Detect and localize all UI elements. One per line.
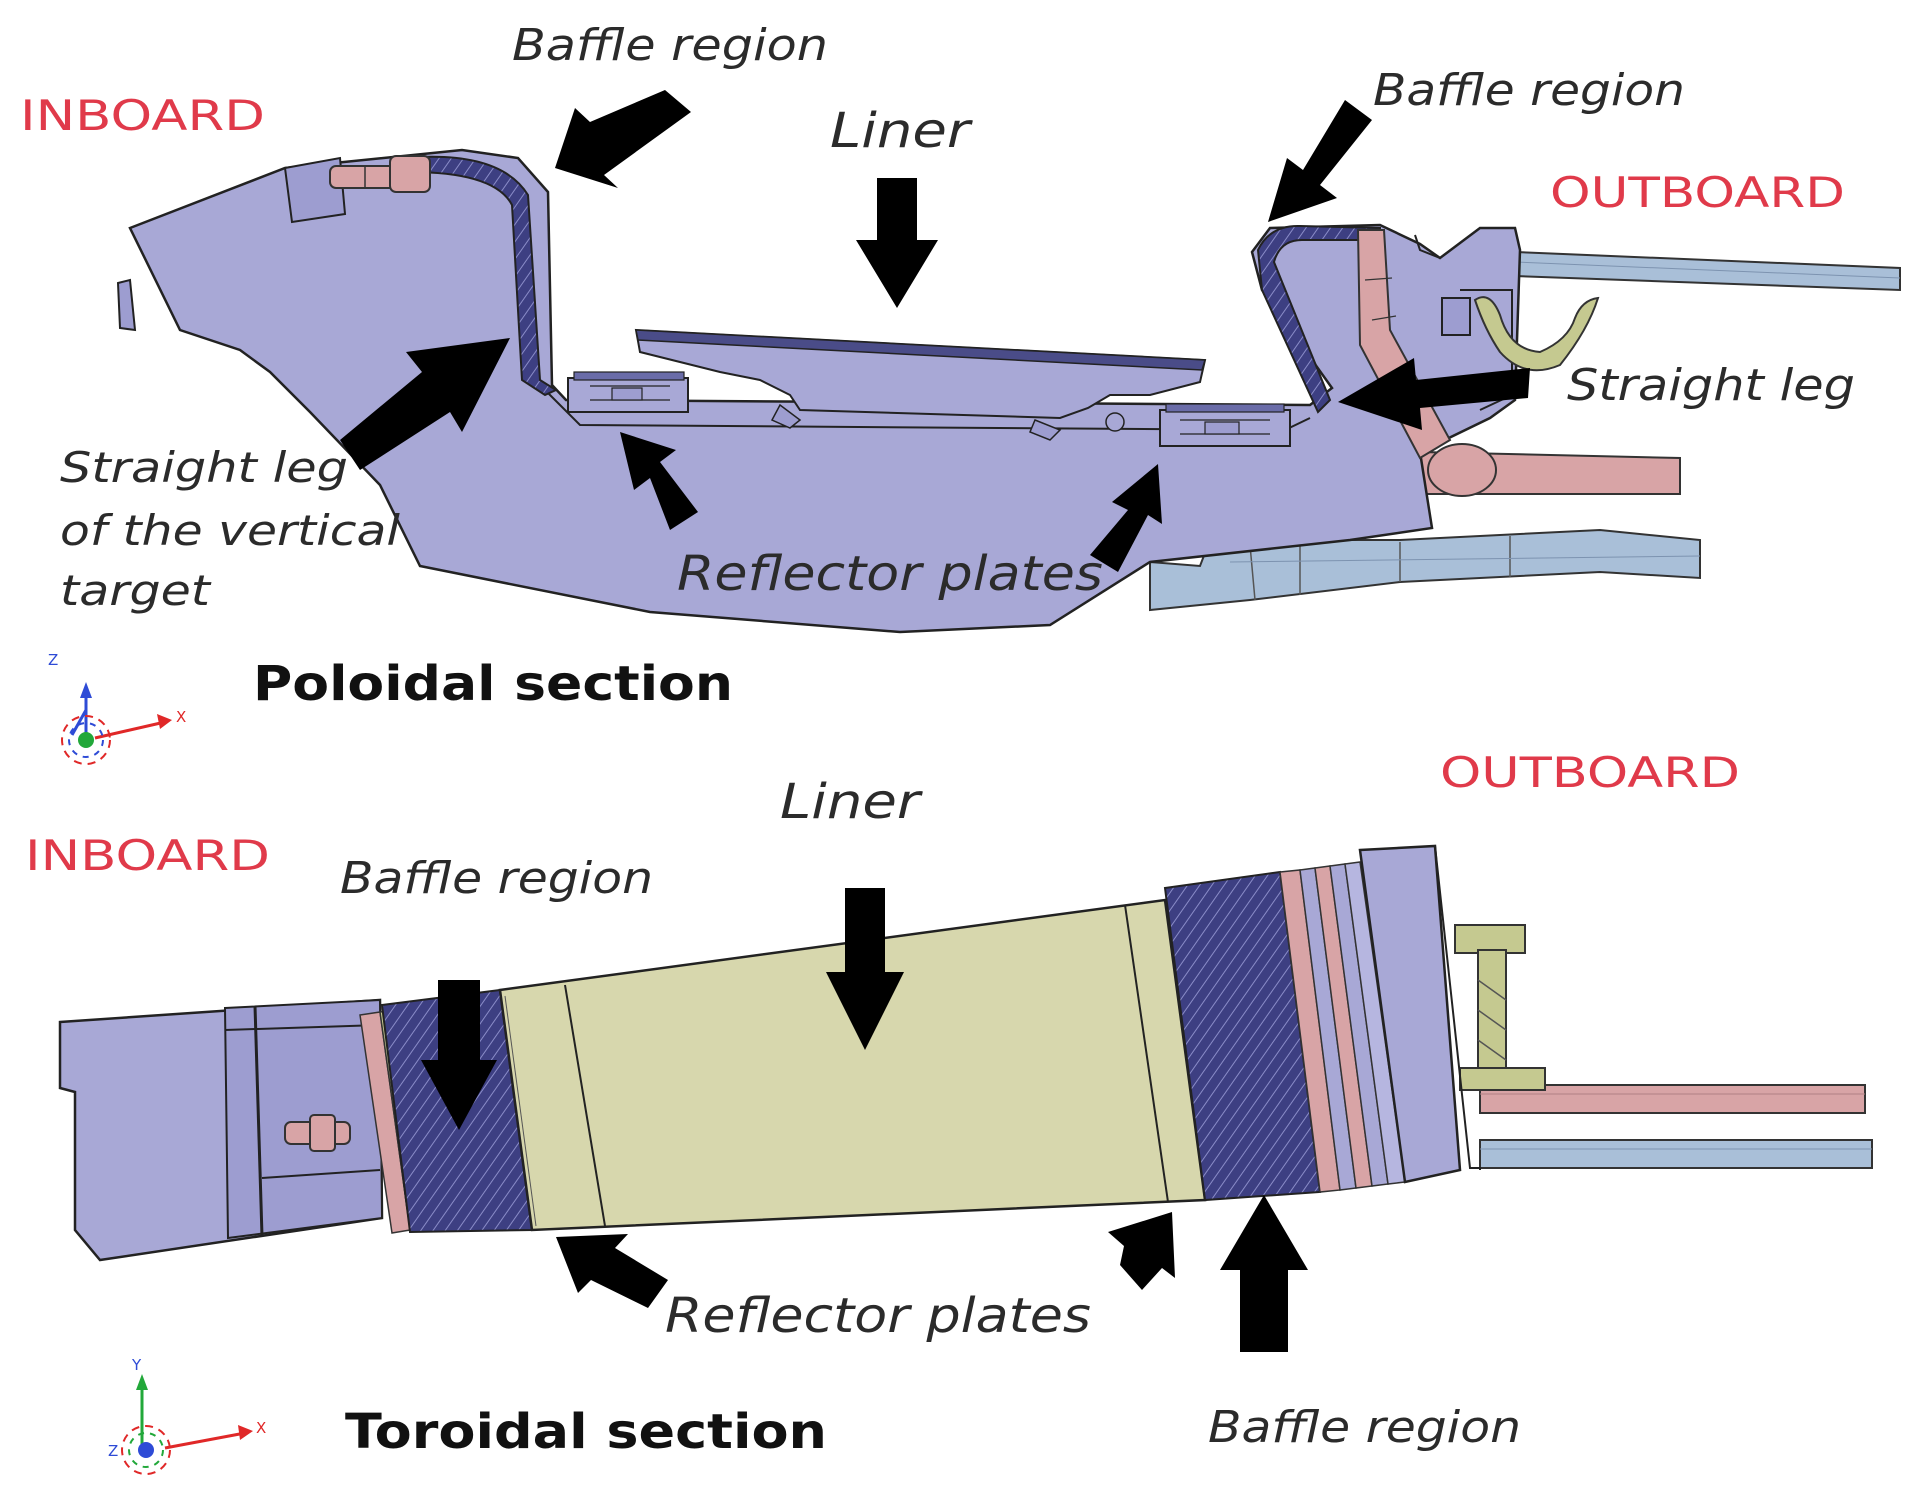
reflector-plate-left xyxy=(567,371,689,413)
inboard-pink-tube xyxy=(329,155,431,193)
toroidal-outboard-label: OUTBOARD xyxy=(1440,748,1740,797)
arrow-straight-leg-left xyxy=(340,338,510,470)
poloidal-section-title: Poloidal section xyxy=(253,656,733,712)
arrow-liner xyxy=(856,178,938,308)
reflector-plate-right xyxy=(1105,403,1291,447)
arrow-toroidal-baffle-left xyxy=(421,980,497,1130)
toroidal-axis-x-label: X xyxy=(256,1419,266,1437)
poloidal-body xyxy=(128,148,1522,634)
arrow-baffle-left xyxy=(555,90,691,188)
arrow-toroidal-reflector-right xyxy=(1108,1212,1175,1290)
right-vertical-target xyxy=(1256,224,1381,414)
toroidal-outboard-block xyxy=(1358,844,1462,1184)
poloidal-baffle-right-label: Baffle region xyxy=(1373,65,1685,116)
toroidal-axis-z-label: Z xyxy=(108,1442,118,1460)
poloidal-liner-plate xyxy=(634,328,1207,441)
poloidal-axis-x-label: X xyxy=(176,708,186,726)
toroidal-axis-triad: Y X Z xyxy=(108,1356,266,1475)
outboard-pipe-top xyxy=(1514,250,1901,292)
toroidal-green-bracket xyxy=(1454,924,1546,1091)
toroidal-section: INBOARD OUTBOARD Baffle region Liner Ref… xyxy=(25,748,1873,1475)
arrow-baffle-right xyxy=(1268,100,1372,222)
arrow-toroidal-liner xyxy=(826,888,904,1050)
toroidal-axis-origin-icon xyxy=(138,1442,154,1458)
poloidal-section: INBOARD OUTBOARD Baffle region Baffle re… xyxy=(20,20,1901,765)
poloidal-outboard-label: OUTBOARD xyxy=(1550,168,1845,217)
toroidal-liner-label: Liner xyxy=(780,774,924,830)
toroidal-section-title: Toroidal section xyxy=(345,1404,827,1460)
toroidal-baffle-top-label: Baffle region xyxy=(340,853,653,904)
toroidal-baffle-bottom-label: Baffle region xyxy=(1208,1402,1521,1453)
poloidal-axis-origin-icon xyxy=(78,732,94,748)
poloidal-baffle-left-label: Baffle region xyxy=(512,20,828,71)
poloidal-axis-triad: Z X xyxy=(48,651,186,765)
poloidal-straight-leg-left-line2: of the vertical xyxy=(60,506,400,555)
poloidal-liner-label: Liner xyxy=(830,103,974,159)
poloidal-reflector-label: Reflector plates xyxy=(677,546,1103,602)
arrow-reflector-right xyxy=(1090,464,1162,572)
toroidal-axis-y-label: Y xyxy=(131,1356,142,1374)
arrow-straight-leg-right xyxy=(1338,358,1530,430)
poloidal-straight-leg-right-label: Straight leg xyxy=(1567,360,1855,411)
poloidal-inboard-label: INBOARD xyxy=(20,91,265,140)
poloidal-straight-leg-left-line1: Straight leg xyxy=(60,443,348,492)
poloidal-straight-leg-left-line3: target xyxy=(60,566,212,615)
arrow-toroidal-baffle-bottom xyxy=(1220,1195,1308,1352)
left-vertical-target xyxy=(403,155,559,397)
arrow-toroidal-reflector-left xyxy=(556,1234,668,1308)
toroidal-pink-stub xyxy=(284,1114,351,1152)
poloidal-axis-z-label: Z xyxy=(48,651,58,669)
straight-leg-part xyxy=(1473,296,1600,372)
toroidal-inboard-label: INBOARD xyxy=(25,831,270,880)
toroidal-blue-pipe xyxy=(1479,1139,1873,1169)
toroidal-reflector-label: Reflector plates xyxy=(665,1288,1091,1344)
arrow-reflector-left xyxy=(620,432,698,530)
